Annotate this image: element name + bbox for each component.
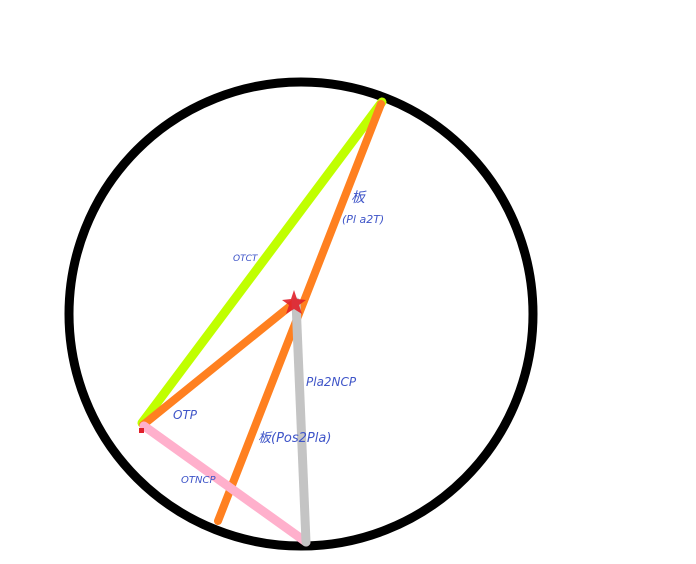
small-red-marker-icon [139,428,144,433]
otct-line [137,97,387,428]
label-otct: OTCT [233,254,259,264]
label-plate-upper: 板 [351,190,367,206]
star-icon [282,290,306,314]
otncp-line [139,421,311,547]
label-plate-lower: 板(Pos2Pla) [258,431,331,446]
pla2ncp-line [291,297,311,547]
label-pla2ncp: Pla2NCP [306,375,357,389]
circle-outline [64,77,538,551]
otp-line [139,299,298,429]
label-otncp: OTNCP [181,475,216,486]
label-otp: OTP [173,408,198,422]
label-plate-upper-sub: (Pl a2T) [342,213,384,226]
